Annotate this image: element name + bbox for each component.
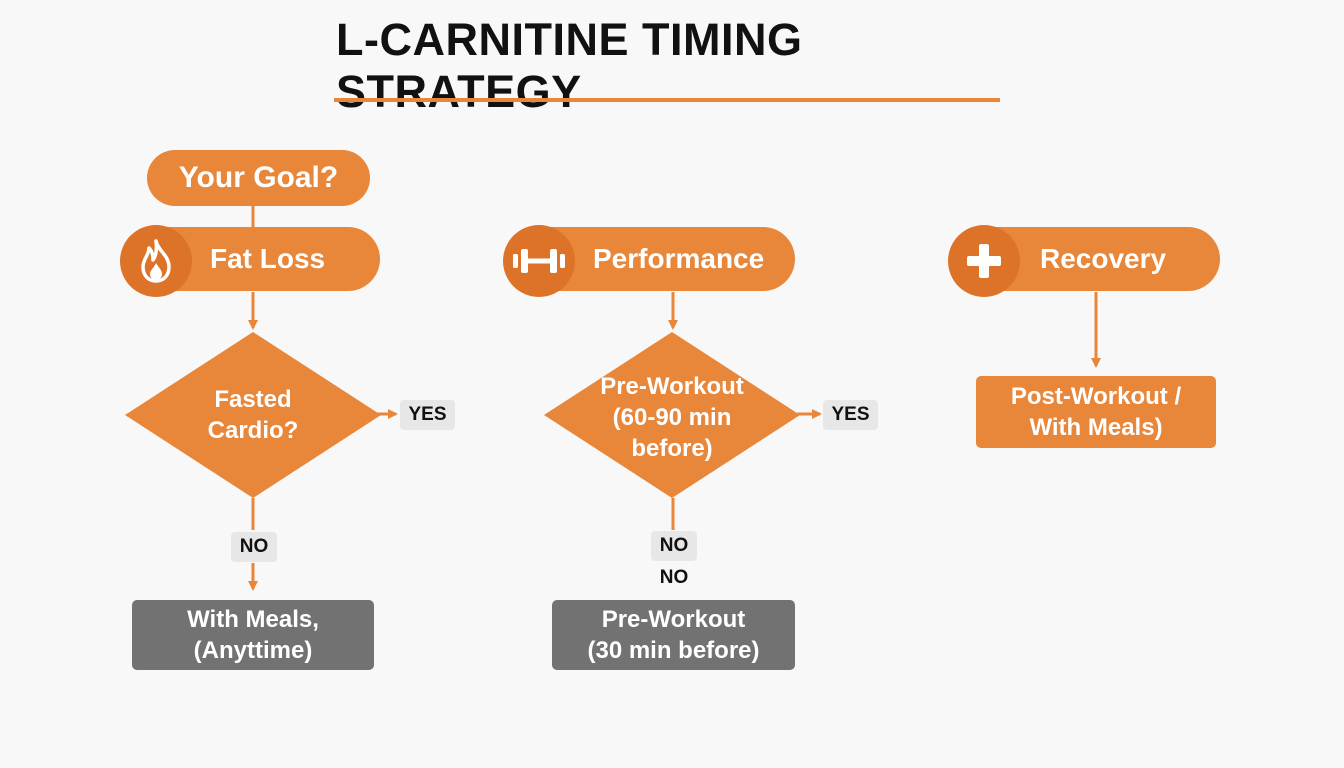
decision-line: Pre-Workout bbox=[600, 372, 744, 400]
decision-line: before) bbox=[631, 434, 713, 462]
decision-pre-workout-text: Pre-Workout (60-90 min before) bbox=[544, 334, 800, 500]
decision-fasted-cardio-text: Fasted Cardio? bbox=[125, 332, 381, 498]
no-tag-fat-loss: NO bbox=[231, 532, 277, 562]
outcome-post-workout-with-meals: Post-Workout / With Meals) bbox=[976, 376, 1216, 448]
goal-label: Your Goal? bbox=[178, 161, 339, 194]
goal-node: Your Goal? bbox=[147, 150, 370, 206]
outcome-line: With Meals, bbox=[187, 606, 319, 633]
category-performance: Performance bbox=[503, 225, 795, 297]
flame-icon bbox=[120, 225, 192, 297]
outcome-line: (Anyttime) bbox=[193, 637, 313, 664]
performance-label: Performance bbox=[593, 243, 765, 274]
category-recovery: Recovery bbox=[948, 225, 1220, 297]
no-tag-performance: NO bbox=[651, 531, 697, 561]
category-fat-loss: Fat Loss bbox=[120, 225, 380, 297]
decision-line: Fasted bbox=[214, 386, 292, 413]
outcome-line: (30 min before) bbox=[587, 637, 760, 664]
decision-line: Cardio? bbox=[207, 417, 299, 444]
outcome-pre-workout-30: Pre-Workout (30 min before) bbox=[552, 600, 795, 670]
outcome-line: Pre-Workout bbox=[601, 606, 746, 633]
yes-tag-performance: YES bbox=[823, 400, 878, 430]
decision-fasted-cardio bbox=[125, 332, 381, 498]
decision-pre-workout bbox=[544, 332, 800, 498]
decision-line: (60-90 min bbox=[612, 403, 732, 431]
outcome-with-meals-anytime: With Meals, (Anyttime) bbox=[132, 600, 374, 670]
recovery-label: Recovery bbox=[1040, 243, 1167, 274]
outcome-line: Post-Workout / bbox=[1010, 383, 1182, 410]
title-underline bbox=[334, 98, 1000, 102]
dumbbell-icon bbox=[503, 225, 575, 297]
yes-tag-fat-loss: YES bbox=[400, 400, 455, 430]
plus-icon bbox=[948, 225, 1020, 297]
fat-loss-label: Fat Loss bbox=[210, 243, 326, 274]
no-label-performance-extra: NO bbox=[659, 567, 689, 588]
outcome-line: With Meals) bbox=[1029, 414, 1163, 441]
